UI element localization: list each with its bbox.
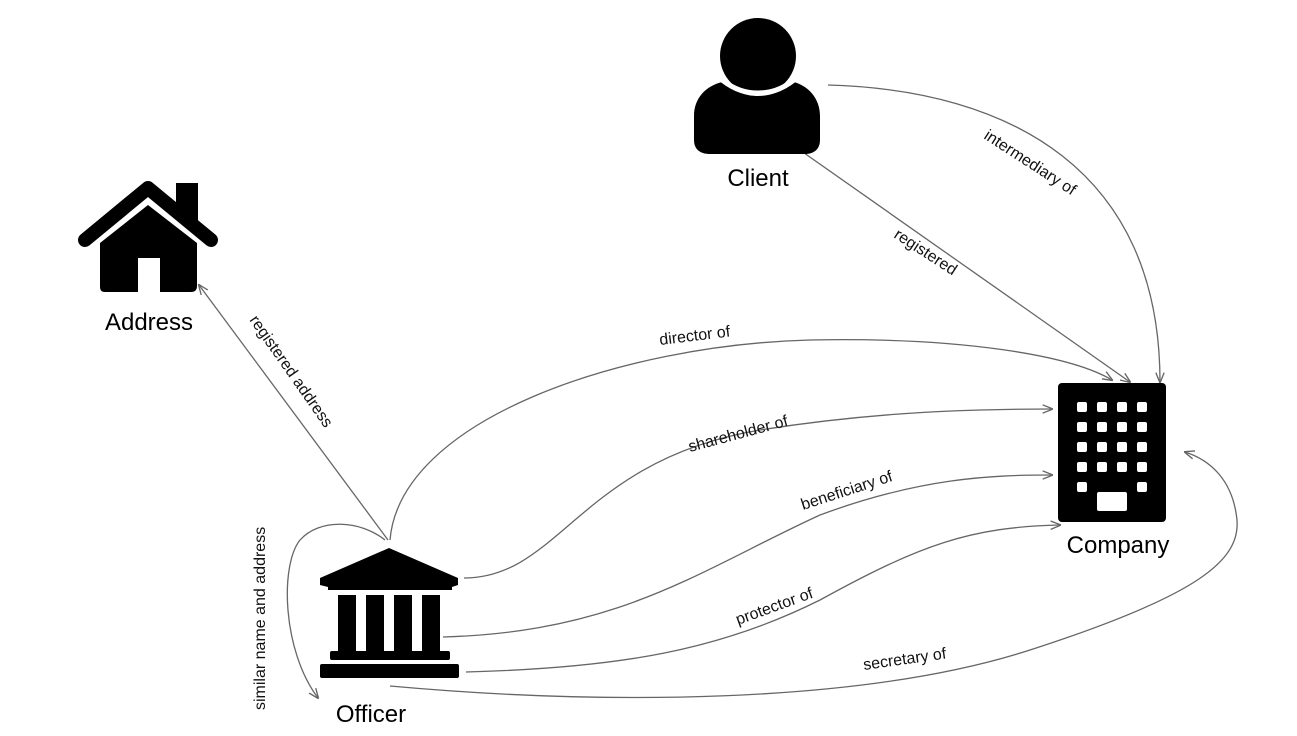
edge-label-similar-name-and-address: similar name and address (252, 527, 269, 710)
edge-registered[interactable] (796, 147, 1130, 382)
node-company[interactable]: Company (1058, 383, 1169, 559)
edge-intermediary-of[interactable] (827, 84, 1160, 382)
node-client[interactable]: Client (694, 18, 820, 192)
edge-shareholder-of[interactable] (463, 409, 1052, 579)
edge-label-director-of: director of (658, 323, 731, 349)
edges (199, 84, 1238, 699)
office-building-icon (1058, 383, 1166, 522)
edge-registered-address[interactable] (199, 285, 389, 541)
edge-protector-of[interactable] (465, 525, 1060, 673)
edge-label-protector-of: protector of (734, 585, 816, 629)
edge-label-intermediary-of: intermediary of (981, 127, 1079, 199)
edge-beneficiary-of[interactable] (442, 475, 1052, 638)
edge-label-beneficiary-of: beneficiary of (799, 468, 895, 514)
edge-director-of[interactable] (389, 339, 1112, 541)
node-label-company: Company (1067, 532, 1170, 559)
edge-label-shareholder-of: shareholder of (687, 413, 791, 456)
house-icon (78, 181, 218, 292)
edge-label-registered-address: registered address (246, 313, 336, 431)
node-address[interactable]: Address (78, 181, 218, 336)
node-label-address: Address (105, 309, 193, 336)
edge-label-secretary-of: secretary of (862, 645, 948, 674)
institution-icon (320, 548, 459, 678)
edge-similar-name-and-address[interactable] (286, 523, 386, 698)
person-icon (694, 18, 820, 154)
node-officer[interactable]: Officer (320, 548, 459, 728)
edge-label-registered: registered (891, 226, 960, 279)
node-label-client: Client (727, 165, 789, 192)
node-label-officer: Officer (336, 701, 406, 728)
building-windows (1077, 402, 1147, 511)
edge-secretary-of[interactable] (389, 452, 1238, 699)
